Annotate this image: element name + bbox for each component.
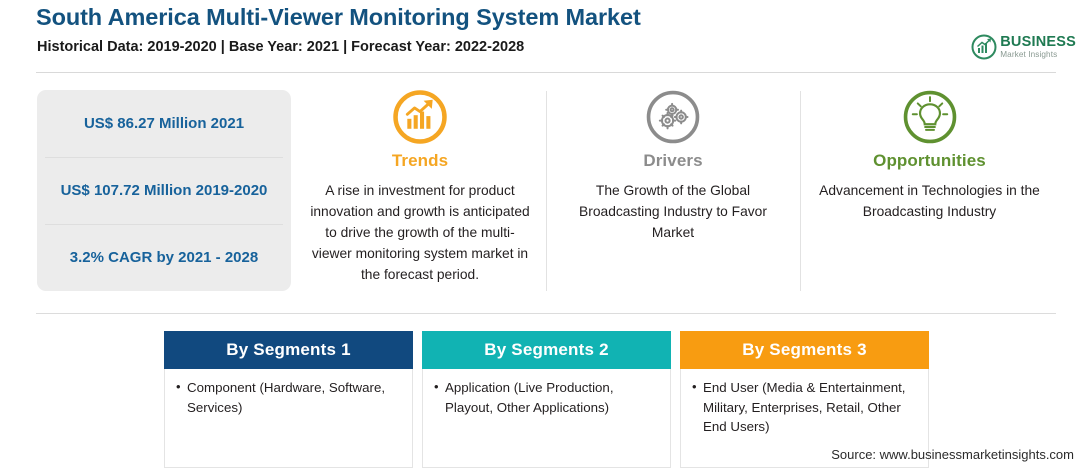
stat-market-size-2021: US$ 86.27 Million 2021 — [83, 115, 245, 132]
gears-icon — [646, 90, 700, 144]
lightbulb-icon — [903, 90, 956, 144]
segment-1-heading: By Segments 1 — [164, 331, 413, 369]
header-divider — [36, 72, 1056, 73]
page-subtitle: Historical Data: 2019-2020 | Base Year: … — [37, 39, 525, 55]
pillar-trends-body: A rise in investment for product innovat… — [310, 183, 530, 282]
segments-row: By Segments 1 Component (Hardware, Softw… — [0, 331, 1092, 468]
pillar-opportunities-body: Advancement in Technologies in the Broad… — [819, 183, 1040, 219]
segment-card-3: By Segments 3 End User (Media & Entertai… — [680, 331, 929, 468]
pillar-drivers: Drivers The Growth of the Global Broadca… — [557, 86, 789, 244]
segment-card-1: By Segments 1 Component (Hardware, Softw… — [164, 331, 413, 468]
segment-card-2: By Segments 2 Application (Live Producti… — [422, 331, 671, 468]
source-note: Source: www.businessmarketinsights.com — [831, 447, 1074, 462]
segment-3-body: End User (Media & Entertainment, Militar… — [680, 369, 929, 468]
opportunities-icon-wrap — [806, 86, 1053, 148]
pillar-opportunities-title: Opportunities — [873, 151, 986, 170]
stat-cagr: 3.2% CAGR by 2021 - 2028 — [37, 224, 291, 291]
segment-2-item: Application (Live Production, Playout, O… — [433, 377, 658, 417]
trends-icon-wrap — [304, 86, 536, 148]
market-stats-card: US$ 86.27 Million 2021 US$ 107.72 Millio… — [37, 90, 291, 291]
highlights-band: US$ 86.27 Million 2021 US$ 107.72 Millio… — [0, 86, 1092, 296]
pillar-trends: Trends A rise in investment for product … — [304, 86, 536, 286]
column-divider-2 — [800, 91, 801, 291]
pillar-trends-title: Trends — [391, 151, 449, 170]
segment-3-heading: By Segments 3 — [680, 331, 929, 369]
brand-logo: BUSINESS Market Insights — [971, 32, 1076, 62]
column-divider-1 — [546, 91, 547, 291]
logo-line-1: BUSINESS — [1000, 34, 1076, 51]
pillar-drivers-body: The Growth of the Global Broadcasting In… — [579, 183, 767, 240]
segment-2-body: Application (Live Production, Playout, O… — [422, 369, 671, 468]
pillar-opportunities: Opportunities Advancement in Technologie… — [806, 86, 1053, 223]
drivers-icon-wrap — [557, 86, 789, 148]
trend-chart-icon — [393, 90, 447, 144]
page-title: South America Multi-Viewer Monitoring Sy… — [36, 4, 641, 30]
segment-1-body: Component (Hardware, Software, Services) — [164, 369, 413, 468]
section-divider — [36, 313, 1056, 314]
segment-1-item: Component (Hardware, Software, Services) — [175, 377, 400, 417]
pillar-drivers-title: Drivers — [643, 151, 703, 170]
header: South America Multi-Viewer Monitoring Sy… — [0, 0, 1092, 73]
segment-3-item: End User (Media & Entertainment, Militar… — [691, 377, 916, 437]
logo-line-2: Market Insights — [1000, 49, 1058, 59]
segment-2-heading: By Segments 2 — [422, 331, 671, 369]
stat-market-size-historical: US$ 107.72 Million 2019-2020 — [37, 157, 291, 224]
business-market-insights-logo-icon — [971, 34, 997, 60]
logo-wordmark: BUSINESS Market Insights — [1000, 35, 1076, 59]
